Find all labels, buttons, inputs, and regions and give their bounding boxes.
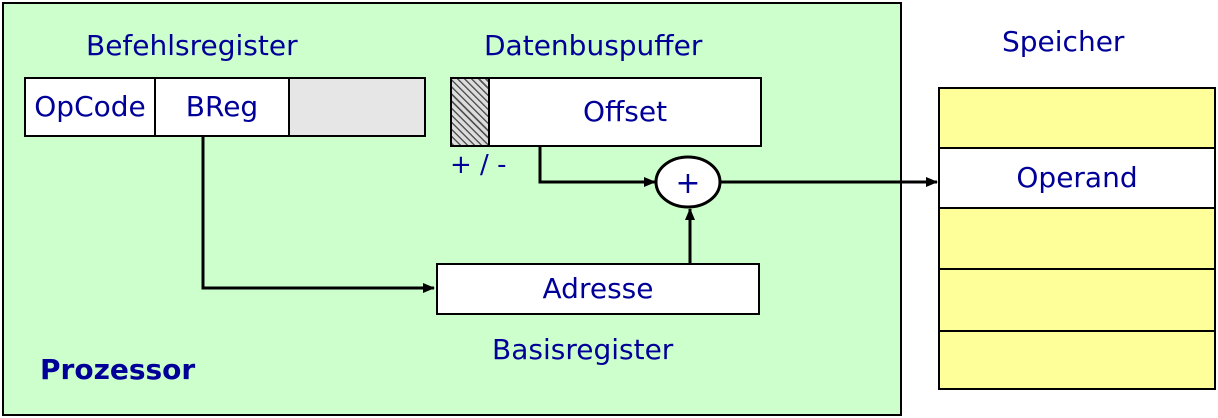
breg-field: BReg — [156, 79, 290, 135]
processor-title: Prozessor — [40, 353, 196, 386]
empty-field — [290, 79, 424, 135]
opcode-field: OpCode — [26, 79, 156, 135]
offset-to-adder-arrow — [538, 146, 656, 187]
memory-cell — [940, 209, 1214, 270]
adder-symbol: + — [675, 166, 700, 201]
instruction-register: OpCode BReg — [24, 77, 426, 137]
memory-cell — [940, 89, 1214, 149]
instruction-register-title: Befehlsregister — [86, 29, 298, 62]
data-bus-buffer: Offset — [450, 77, 762, 147]
sign-label: + / - — [450, 150, 507, 180]
base-register-title: Basisregister — [492, 333, 674, 366]
memory-title: Speicher — [1002, 25, 1125, 58]
sign-bit-field — [452, 79, 490, 145]
memory-cell — [940, 270, 1214, 332]
offset-field: Offset — [582, 95, 668, 128]
base-register: Adresse — [436, 263, 760, 315]
processor-region — [2, 2, 902, 416]
operand-cell: Operand — [940, 149, 1214, 209]
data-bus-buffer-title: Datenbuspuffer — [484, 29, 703, 62]
breg-to-base-arrow — [201, 135, 435, 293]
memory: Operand — [938, 87, 1216, 390]
adder-circle — [654, 155, 722, 209]
